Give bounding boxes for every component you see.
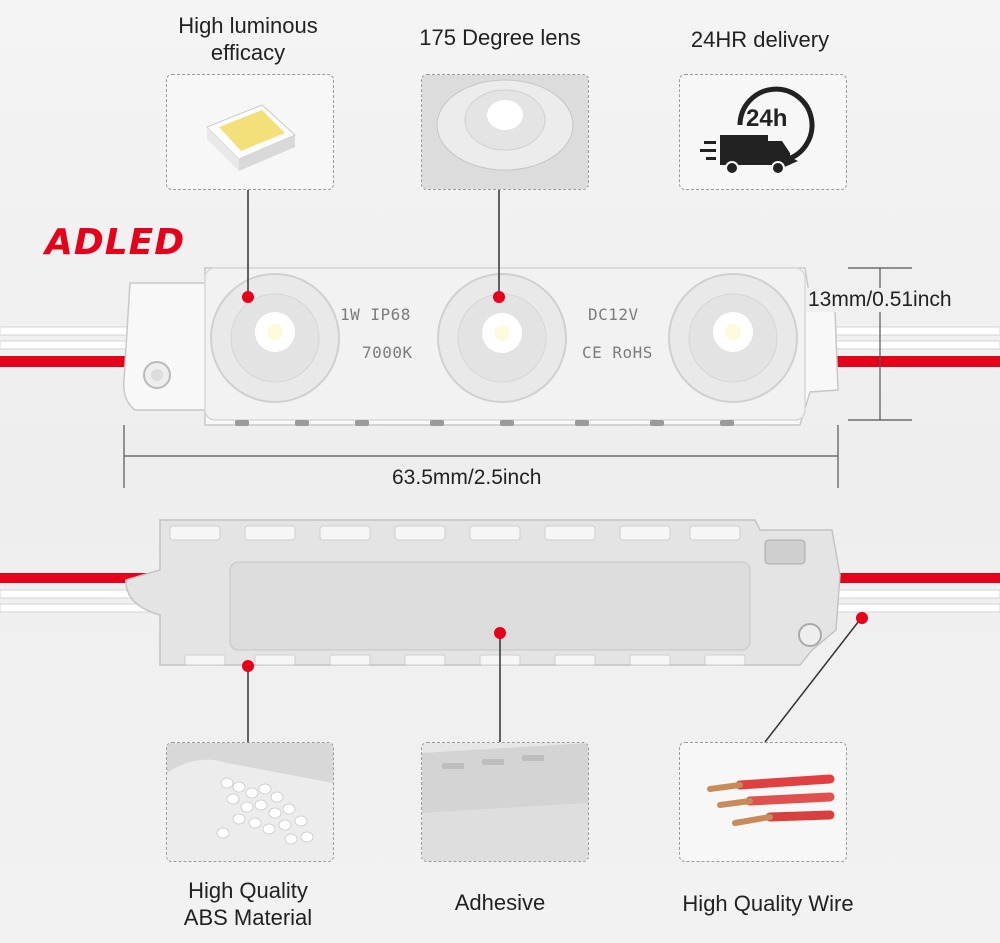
feature-label-abs: High Quality ABS Material [183,878,313,930]
copper-wire-icon [707,774,835,826]
spec-voltage: DC12V [588,305,639,324]
delivery-badge-text: 24h [746,105,788,132]
spec-power-ip: 1W IP68 [340,305,411,324]
brand-logo: ADLED [45,222,185,263]
smd-led-chip-icon [206,104,296,171]
dimension-height: 13mm/0.51inch [806,288,954,312]
feature-label-wire: High Quality Wire [682,891,854,916]
module-back [125,519,841,666]
feature-box-luminous [166,74,334,190]
pointer-dot-luminous [242,291,254,303]
feature-box-abs [166,742,334,862]
feature-label-delivery: 24HR delivery [690,27,830,52]
pointer-lines [247,188,863,743]
spec-certifications: CE RoHS [582,343,653,362]
top-wires [0,326,1000,367]
spec-color-temp: 7000K [362,343,413,362]
pointer-dot-lens [493,291,505,303]
dimension-width: 63.5mm/2.5inch [392,466,542,489]
adhesive-tape-icon [422,743,588,861]
feature-box-wire [679,742,847,862]
pointer-dot-wire [856,612,868,624]
pointer-dot-adhesive [494,627,506,639]
lens-icon [422,75,588,189]
pointer-dot-abs [242,660,254,672]
feature-box-delivery: 24h [679,74,847,190]
feature-label-lens: 175 Degree lens [419,25,581,50]
delivery-truck-24h-icon [700,86,815,175]
feature-box-lens [421,74,589,190]
module-front [122,267,839,426]
feature-label-luminous: High luminous efficacy [178,13,318,65]
abs-pellets-icon [167,743,333,861]
feature-label-adhesive: Adhesive [454,890,546,915]
feature-box-adhesive [421,742,589,862]
brand-logo-text: ADLED [45,222,186,263]
